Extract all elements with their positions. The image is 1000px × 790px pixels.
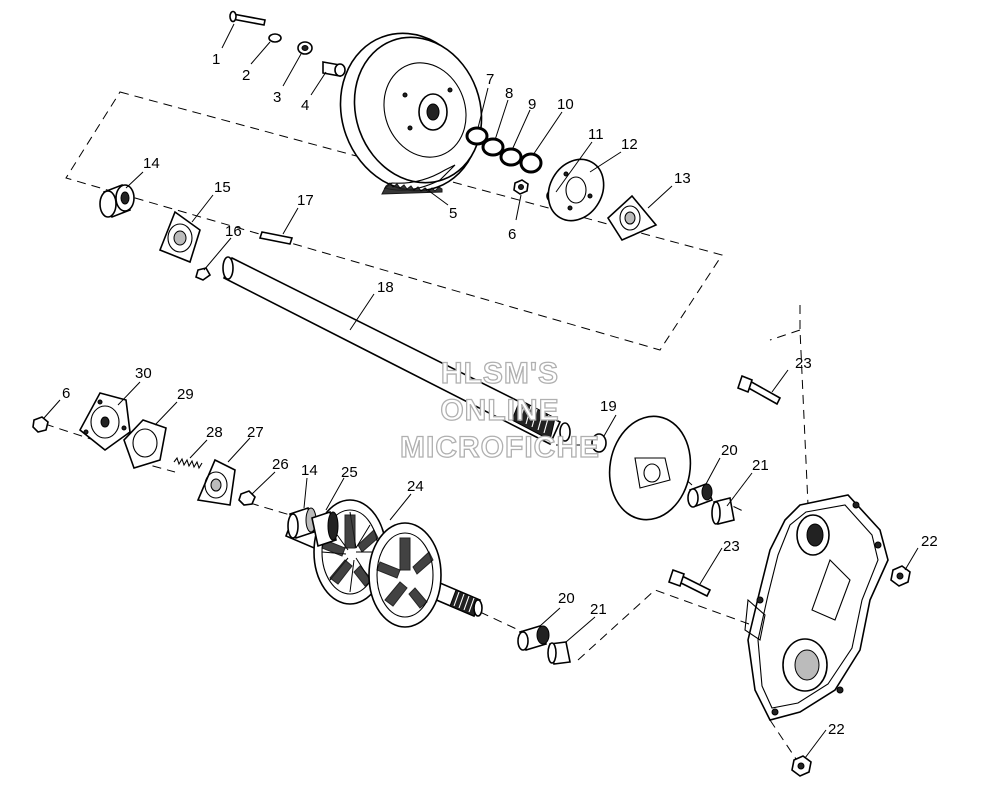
callout-7: 7 <box>486 71 494 88</box>
callout-24: 24 <box>407 478 424 495</box>
part-13-flange <box>606 194 658 242</box>
brake-disc <box>608 415 692 521</box>
callout-9: 9 <box>528 96 536 113</box>
callout-labels: 1 2 3 4 5 7 8 9 10 11 12 13 6 14 15 16 1… <box>62 51 938 738</box>
part-20-bearing-lower <box>517 625 550 651</box>
watermark-line-1: HLSM'S <box>441 357 559 390</box>
callout-2: 2 <box>242 67 250 84</box>
part-1-bolt <box>229 10 266 26</box>
callout-4: 4 <box>301 97 309 114</box>
part-19-seal <box>591 433 607 453</box>
part-29-gasket <box>123 419 167 469</box>
callout-13: 13 <box>674 170 691 187</box>
part-28-spring <box>173 456 203 470</box>
part-21-plug-lower <box>547 641 571 665</box>
callout-5: 5 <box>449 205 457 222</box>
part-20-bearing-upper <box>687 482 714 508</box>
part-22-nut-upper <box>890 565 911 587</box>
callout-23-upper: 23 <box>795 355 812 372</box>
callout-18: 18 <box>377 279 394 296</box>
callout-26: 26 <box>272 456 289 473</box>
callout-14-lower: 14 <box>301 462 318 479</box>
part-16-nut <box>195 267 212 281</box>
watermark: HLSM'S ONLINE MICROFICHE <box>399 356 600 464</box>
callout-10: 10 <box>557 96 574 113</box>
callout-25: 25 <box>341 464 358 481</box>
drive-sprocket-b <box>368 522 442 628</box>
watermark-line-2: ONLINE <box>440 394 559 427</box>
callout-22-lower: 22 <box>828 721 845 738</box>
callout-leader-lines <box>43 23 919 759</box>
callout-30: 30 <box>135 365 152 382</box>
callout-29: 29 <box>177 386 194 403</box>
part-26-nut <box>238 490 256 506</box>
parts-7-10-rings <box>465 126 543 174</box>
part-30-bearing-plate <box>78 392 131 452</box>
part-21-plug-upper <box>711 497 735 525</box>
part-14-bearing-upper <box>99 183 135 219</box>
part-24-drive-shaft <box>284 499 483 628</box>
callout-19: 19 <box>600 398 617 415</box>
callout-17: 17 <box>297 192 314 209</box>
callout-20-upper: 20 <box>721 442 738 459</box>
part-17-key <box>258 231 294 245</box>
part-6-nut-upper <box>513 179 529 195</box>
part-3-washer <box>297 41 313 55</box>
part-25-bearing <box>311 510 339 548</box>
callout-6-lower: 6 <box>62 385 70 402</box>
part-4-bushing <box>322 61 346 77</box>
callout-23-lower: 23 <box>723 538 740 555</box>
chaincase-housing <box>744 494 889 721</box>
callout-11: 11 <box>588 126 604 143</box>
part-14-bearing-lower <box>287 506 317 540</box>
part-15-flange <box>158 210 201 264</box>
callout-16: 16 <box>225 223 242 240</box>
part-2-washer <box>268 33 282 43</box>
callout-8: 8 <box>505 85 513 102</box>
callout-1: 1 <box>212 51 220 68</box>
part-18-shaft <box>222 256 571 446</box>
callout-20-lower: 20 <box>558 590 575 607</box>
callout-22-upper: 22 <box>921 533 938 550</box>
callout-14-upper: 14 <box>143 155 160 172</box>
callout-21-upper: 21 <box>752 457 769 474</box>
part-23-bolt-upper <box>737 374 782 406</box>
callout-15: 15 <box>214 179 231 196</box>
part-12-bearing-plate <box>547 158 605 222</box>
callout-28: 28 <box>206 424 223 441</box>
callout-3: 3 <box>273 89 281 106</box>
part-27-flange <box>196 458 236 506</box>
callout-6-upper: 6 <box>508 226 516 243</box>
callout-12: 12 <box>621 136 638 153</box>
part-5-sprocket-pulley <box>339 32 483 195</box>
part-23-bolt-lower <box>667 568 712 598</box>
part-22-nut-lower <box>791 755 812 777</box>
watermark-line-3: MICROFICHE <box>400 431 600 464</box>
callout-21-lower: 21 <box>590 601 607 618</box>
callout-27: 27 <box>247 424 264 441</box>
part-6-nut-lower <box>32 416 49 433</box>
